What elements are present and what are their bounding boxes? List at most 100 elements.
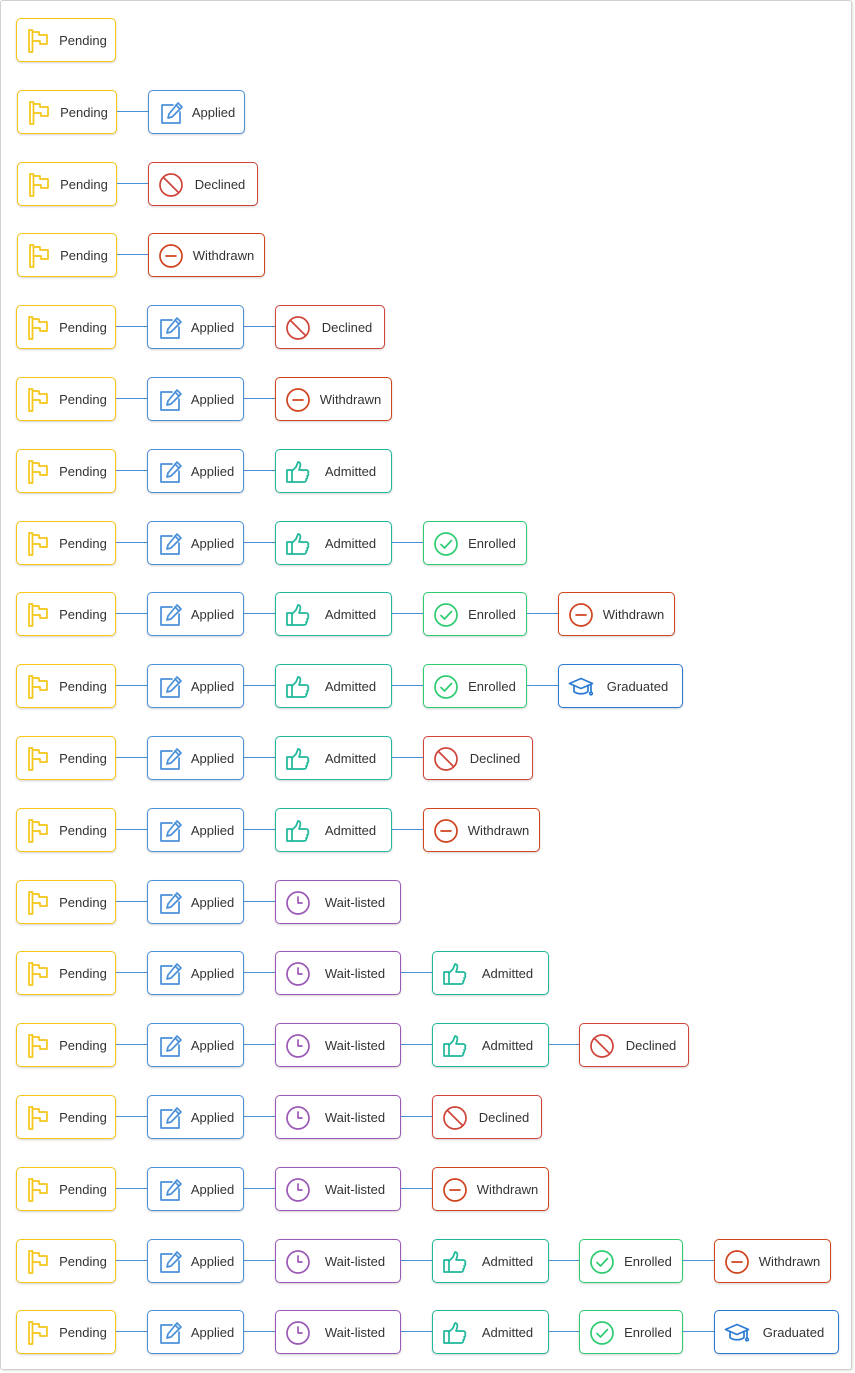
check-circle-icon: [433, 602, 459, 628]
state-node-declined: Declined: [432, 1095, 542, 1139]
connector-line: [392, 685, 423, 687]
state-node-enrolled: Enrolled: [423, 664, 527, 709]
state-node-pending: Pending: [16, 664, 116, 709]
state-label: Graduated: [762, 1325, 825, 1341]
state-label: Admitted: [324, 679, 377, 695]
connector-line: [116, 398, 147, 399]
state-node-withdrawn: Withdrawn: [432, 1166, 549, 1211]
state-node-wait-listed: Wait-listed: [275, 1095, 401, 1139]
state-label: Enrolled: [468, 535, 516, 551]
state-node-enrolled: Enrolled: [423, 520, 527, 565]
connector-line: [117, 182, 148, 184]
state-node-withdrawn: Withdrawn: [148, 233, 265, 278]
flag-icon: [26, 818, 52, 844]
connector-line: [527, 613, 558, 615]
edit-icon: [157, 1105, 183, 1131]
state-label: Pending: [59, 463, 107, 479]
edit-icon: [157, 387, 183, 413]
prohibited-icon: [285, 315, 311, 341]
state-node-applied: Applied: [147, 807, 244, 852]
connector-line: [392, 757, 423, 758]
state-node-admitted: Admitted: [275, 664, 392, 709]
state-node-admitted: Admitted: [432, 951, 549, 996]
state-node-withdrawn: Withdrawn: [423, 807, 540, 852]
state-label: Pending: [59, 966, 107, 982]
flag-icon: [27, 100, 53, 126]
connector-line: [549, 1331, 579, 1333]
edit-icon: [157, 1249, 183, 1275]
state-label: Pending: [59, 1110, 107, 1125]
connector-line: [244, 326, 275, 328]
thumbs-up-icon: [285, 746, 311, 772]
connector-line: [244, 613, 275, 615]
clock-icon: [285, 1320, 311, 1346]
edit-icon: [157, 1177, 183, 1203]
connector-line: [116, 326, 147, 328]
state-node-withdrawn: Withdrawn: [558, 592, 675, 637]
connector-line: [116, 1044, 147, 1046]
state-label: Admitted: [324, 535, 377, 551]
state-node-pending: Pending: [16, 377, 116, 421]
connector-line: [392, 828, 423, 830]
state-label: Applied: [190, 751, 235, 766]
state-label: Pending: [59, 320, 107, 336]
state-label: Admitted: [481, 1253, 534, 1269]
thumbs-up-icon: [285, 674, 311, 700]
state-node-wait-listed: Wait-listed: [275, 1023, 401, 1068]
state-label: Pending: [59, 822, 107, 838]
state-label: Declined: [469, 751, 521, 766]
state-node-admitted: Admitted: [432, 1238, 549, 1283]
minus-circle-icon: [158, 243, 184, 269]
minus-circle-icon: [442, 1177, 468, 1203]
connector-line: [244, 757, 275, 758]
state-node-graduated: Graduated: [714, 1310, 839, 1355]
state-label: Wait-listed: [324, 1181, 386, 1197]
connector-line: [244, 1044, 275, 1046]
state-label: Pending: [59, 1325, 107, 1341]
flag-icon: [26, 961, 52, 987]
state-node-pending: Pending: [16, 951, 116, 996]
state-label: Pending: [59, 894, 107, 910]
flag-icon: [26, 28, 52, 54]
graduation-cap-icon: [568, 674, 594, 700]
state-label: Pending: [59, 392, 107, 407]
minus-circle-icon: [285, 387, 311, 413]
state-node-pending: Pending: [17, 89, 117, 134]
state-label: Pending: [59, 751, 107, 766]
state-label: Declined: [321, 320, 373, 336]
state-node-admitted: Admitted: [275, 520, 392, 565]
state-node-enrolled: Enrolled: [423, 592, 527, 637]
state-node-applied: Applied: [147, 1023, 244, 1068]
edit-icon: [157, 531, 183, 557]
connector-line: [116, 541, 147, 543]
minus-circle-icon: [724, 1249, 750, 1275]
state-label: Applied: [190, 320, 235, 336]
state-label: Applied: [190, 1110, 235, 1125]
state-label: Admitted: [481, 966, 534, 982]
state-node-admitted: Admitted: [432, 1023, 549, 1068]
prohibited-icon: [433, 746, 459, 772]
state-label: Enrolled: [624, 1253, 672, 1269]
edit-icon: [157, 674, 183, 700]
state-label: Applied: [190, 966, 235, 982]
state-node-pending: Pending: [16, 807, 116, 852]
flag-icon: [26, 459, 52, 485]
connector-line: [392, 541, 423, 543]
state-node-pending: Pending: [16, 1238, 116, 1283]
state-label: Wait-listed: [324, 1325, 386, 1341]
connector-line: [549, 1044, 579, 1046]
flag-icon: [26, 1320, 52, 1346]
state-label: Applied: [190, 679, 235, 695]
edit-icon: [157, 602, 183, 628]
connector-line: [401, 1116, 432, 1117]
connector-line: [117, 110, 148, 112]
flag-icon: [26, 387, 52, 413]
state-label: Admitted: [324, 751, 377, 766]
flow-row: Pending Applied Declined: [1, 305, 853, 351]
clock-icon: [285, 1033, 311, 1059]
